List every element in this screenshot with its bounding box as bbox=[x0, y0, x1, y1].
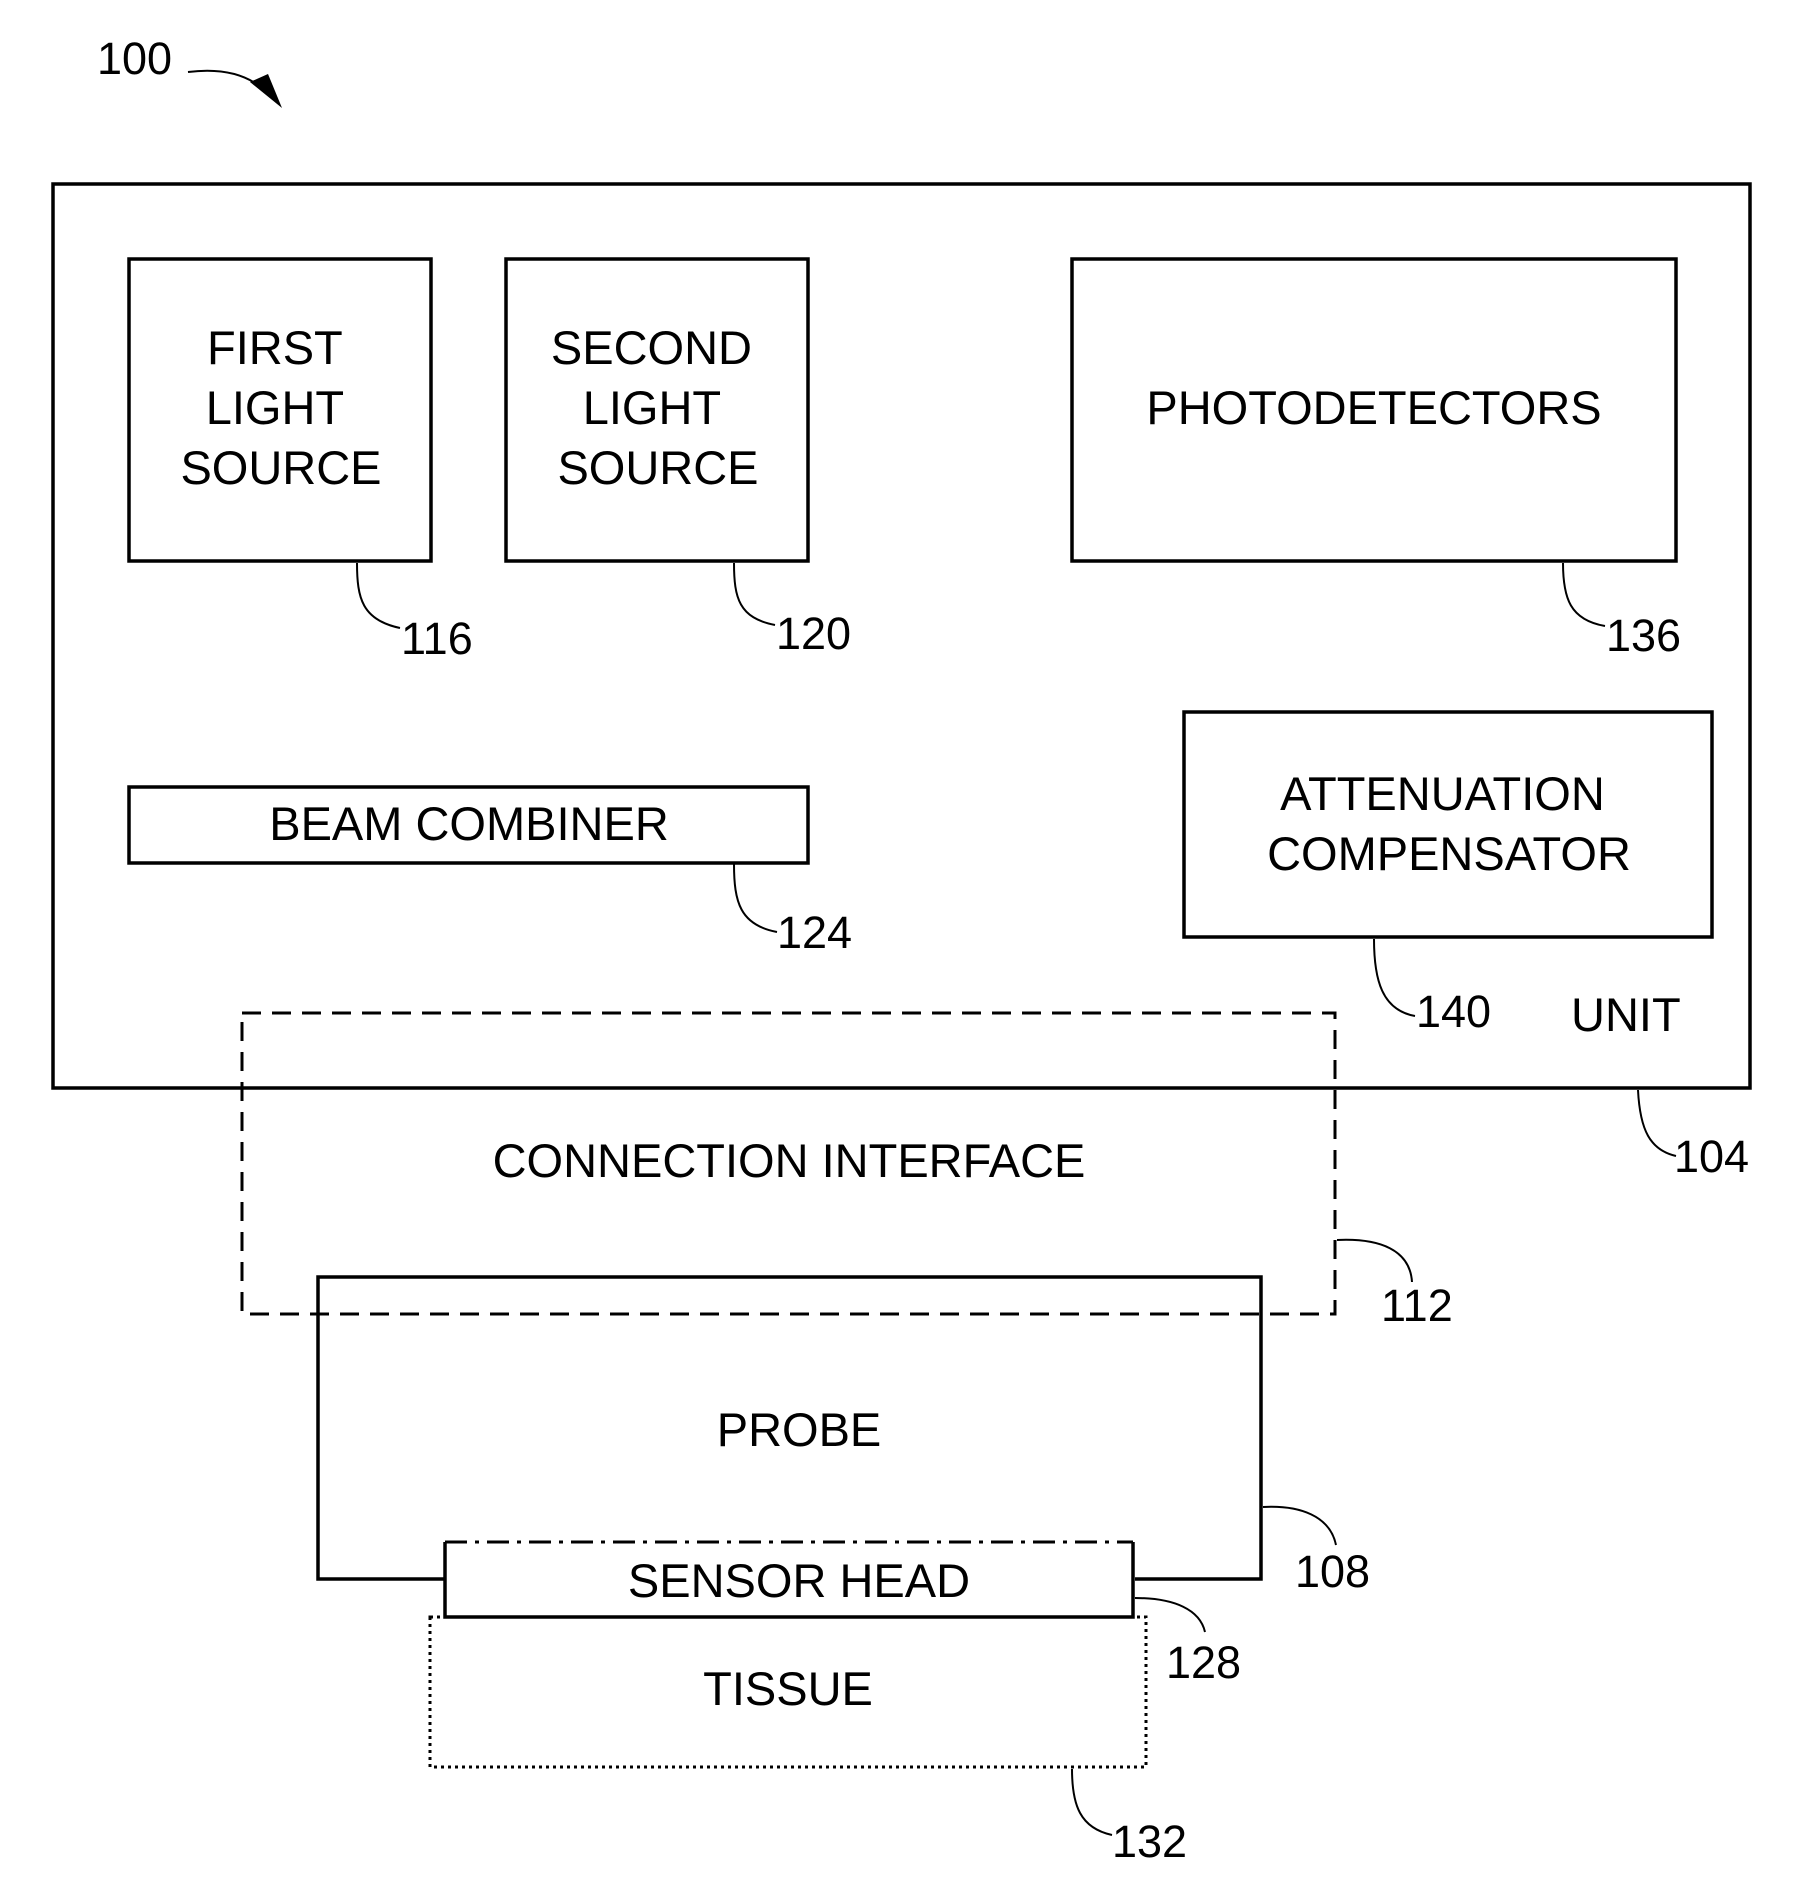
attenuation-compensator-line-1: ATTENUATION bbox=[1280, 767, 1605, 820]
first-light-source-ref: 116 bbox=[401, 613, 473, 664]
connection-interface-label: CONNECTION INTERFACE bbox=[493, 1134, 1086, 1187]
tissue-leader bbox=[1072, 1769, 1112, 1835]
second-light-source-line-2: LIGHT bbox=[583, 381, 721, 434]
attenuation-compensator-label: ATTENUATION COMPENSATOR bbox=[1267, 767, 1631, 880]
first-light-source-leader bbox=[357, 563, 400, 628]
photodetectors-label: PHOTODETECTORS bbox=[1146, 381, 1601, 434]
first-light-source-line-3: SOURCE bbox=[180, 441, 381, 494]
photodetectors-leader bbox=[1563, 563, 1605, 626]
attenuation-compensator-box bbox=[1184, 712, 1712, 937]
arrowhead-icon bbox=[250, 74, 282, 108]
beam-combiner-label: BEAM COMBINER bbox=[269, 797, 669, 850]
probe-leader bbox=[1263, 1507, 1336, 1545]
photodetectors-ref: 136 bbox=[1606, 610, 1681, 661]
tissue-ref: 132 bbox=[1112, 1816, 1187, 1867]
unit-ref: 104 bbox=[1674, 1131, 1749, 1182]
first-light-source-line-2: LIGHT bbox=[206, 381, 344, 434]
attenuation-compensator-leader bbox=[1374, 939, 1415, 1016]
attenuation-compensator-ref: 140 bbox=[1416, 986, 1491, 1037]
sensor-head-label: SENSOR HEAD bbox=[628, 1554, 970, 1607]
connection-interface-ref: 112 bbox=[1381, 1280, 1453, 1331]
beam-combiner-leader bbox=[734, 864, 777, 932]
probe-label: PROBE bbox=[717, 1403, 882, 1456]
sensor-head-leader bbox=[1135, 1598, 1205, 1632]
second-light-source-line-1: SECOND bbox=[551, 321, 752, 374]
beam-combiner-ref: 124 bbox=[777, 907, 852, 958]
first-light-source-line-1: FIRST bbox=[207, 321, 342, 374]
second-light-source-line-3: SOURCE bbox=[557, 441, 758, 494]
unit-box bbox=[53, 184, 1750, 1088]
connection-interface-leader bbox=[1337, 1240, 1412, 1282]
second-light-source-leader bbox=[734, 563, 775, 625]
tissue-label: TISSUE bbox=[703, 1662, 873, 1715]
first-light-source-label: FIRST LIGHT SOURCE bbox=[180, 321, 381, 494]
second-light-source-label: SECOND LIGHT SOURCE bbox=[551, 321, 765, 494]
unit-leader bbox=[1638, 1090, 1676, 1156]
figure-ref-arrow bbox=[188, 71, 262, 88]
figure-ref-label: 100 bbox=[97, 33, 172, 84]
probe-ref: 108 bbox=[1295, 1546, 1370, 1597]
unit-label: UNIT bbox=[1571, 988, 1681, 1041]
second-light-source-ref: 120 bbox=[776, 608, 851, 659]
attenuation-compensator-line-2: COMPENSATOR bbox=[1267, 827, 1631, 880]
sensor-head-ref: 128 bbox=[1166, 1637, 1241, 1688]
